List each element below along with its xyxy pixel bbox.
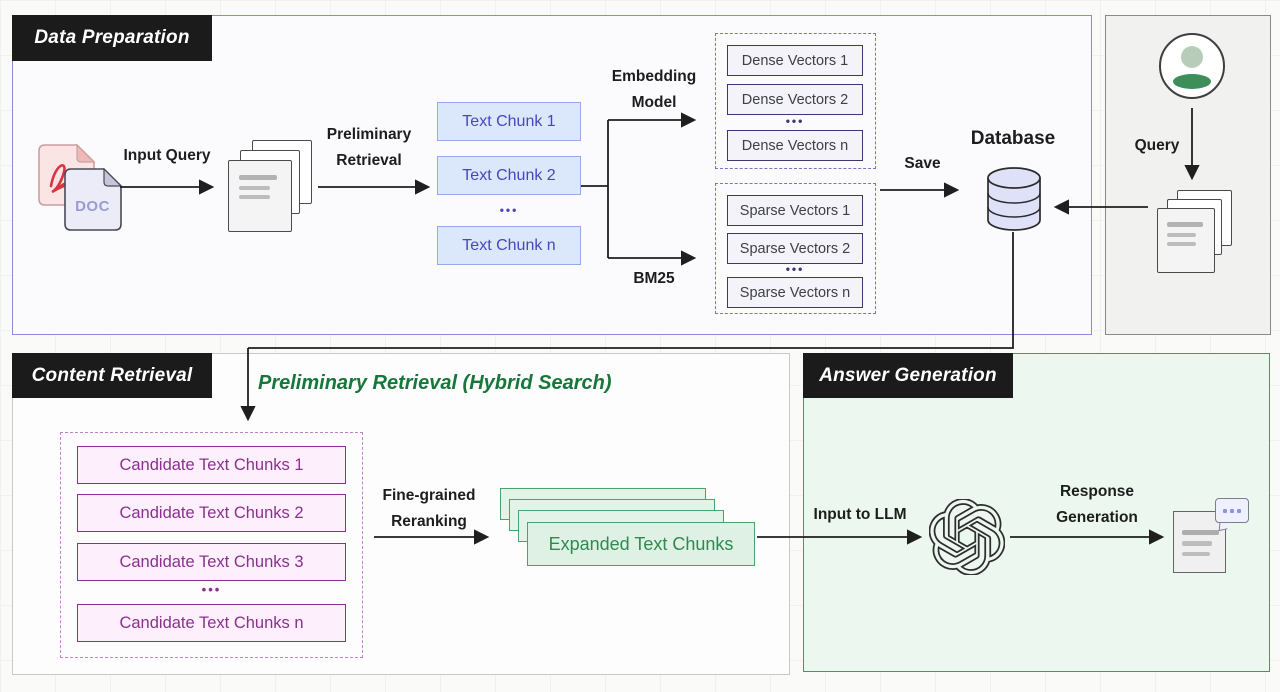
candidate-chunks-3: Candidate Text Chunks 3 (77, 543, 346, 581)
sparse-vectors-n: Sparse Vectors n (727, 277, 863, 308)
sparse-vectors-ellipsis: ••• (785, 262, 805, 276)
sparse-vectors-2: Sparse Vectors 2 (727, 233, 863, 264)
text-chunk-1: Text Chunk 1 (437, 102, 581, 141)
candidate-chunks-ellipsis: ••• (201, 582, 222, 597)
text-chunk-n: Text Chunk n (437, 226, 581, 265)
dense-vectors-group (715, 33, 876, 169)
hybrid-search-subtitle: Preliminary Retrieval (Hybrid Search) (258, 372, 612, 394)
dense-vectors-ellipsis: ••• (785, 114, 805, 128)
sparse-vectors-1: Sparse Vectors 1 (727, 195, 863, 226)
user-avatar-icon (1159, 33, 1225, 99)
bm25-label: BM25 (633, 270, 675, 287)
input-query-label: Input Query (123, 147, 211, 164)
expanded-text-chunks: Expanded Text Chunks (527, 522, 755, 566)
query-label: Query (1134, 137, 1180, 154)
openai-llm-icon (929, 499, 1005, 575)
doc-file-icon (64, 168, 123, 231)
save-label: Save (904, 155, 941, 172)
dense-vectors-1: Dense Vectors 1 (727, 45, 863, 76)
candidate-chunks-group (60, 432, 363, 658)
text-chunks-ellipsis: ••• (499, 203, 519, 217)
doc-badge-label: DOC (75, 198, 110, 215)
dense-vectors-n: Dense Vectors n (727, 130, 863, 161)
text-chunk-2: Text Chunk 2 (437, 156, 581, 195)
embedding-model-label: Embedding Model (611, 68, 697, 111)
candidate-chunks-2: Candidate Text Chunks 2 (77, 494, 346, 532)
data-preparation-title: Data Preparation (12, 15, 212, 61)
chat-bubble-icon (1215, 498, 1249, 523)
response-generation-label: Response Generation (1056, 483, 1138, 526)
fine-grained-reranking-label: Fine-grained Reranking (382, 487, 476, 530)
candidate-chunks-1: Candidate Text Chunks 1 (77, 446, 346, 484)
content-retrieval-title: Content Retrieval (12, 353, 212, 398)
preliminary-retrieval-label: Preliminary Retrieval (326, 126, 412, 169)
database-icon (987, 167, 1041, 231)
dense-vectors-2: Dense Vectors 2 (727, 84, 863, 115)
input-to-llm-label: Input to LLM (813, 506, 907, 523)
candidate-chunks-n: Candidate Text Chunks n (77, 604, 346, 642)
database-label: Database (970, 128, 1056, 149)
answer-generation-title: Answer Generation (803, 353, 1013, 398)
